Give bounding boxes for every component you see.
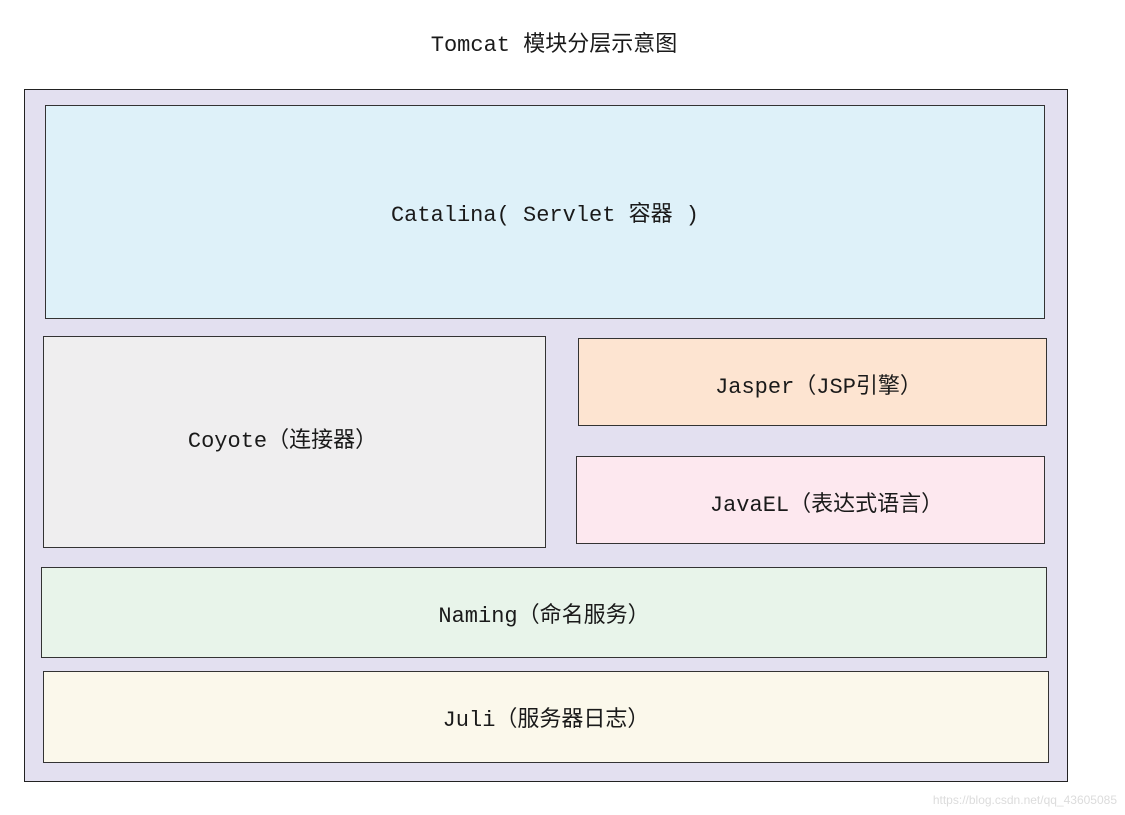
diagram-title: Tomcat 模块分层示意图 <box>430 33 678 58</box>
jasper-label: Jasper（JSP引擎） <box>715 375 922 400</box>
naming-layer: Naming（命名服务） <box>41 567 1047 658</box>
coyote-label: Coyote（连接器） <box>187 429 378 454</box>
catalina-layer: Catalina( Servlet 容器 ) <box>45 105 1045 319</box>
jasper-layer: Jasper（JSP引擎） <box>578 338 1047 426</box>
javael-layer: JavaEL（表达式语言） <box>576 456 1045 544</box>
catalina-label: Catalina( Servlet 容器 ) <box>390 203 700 228</box>
javael-label: JavaEL（表达式语言） <box>709 493 944 518</box>
coyote-layer: Coyote（连接器） <box>43 336 546 548</box>
watermark: https://blog.csdn.net/qq_43605085 <box>932 793 1117 807</box>
juli-layer: Juli（服务器日志） <box>43 671 1049 763</box>
juli-label: Juli（服务器日志） <box>442 708 650 733</box>
naming-label: Naming（命名服务） <box>438 603 650 629</box>
